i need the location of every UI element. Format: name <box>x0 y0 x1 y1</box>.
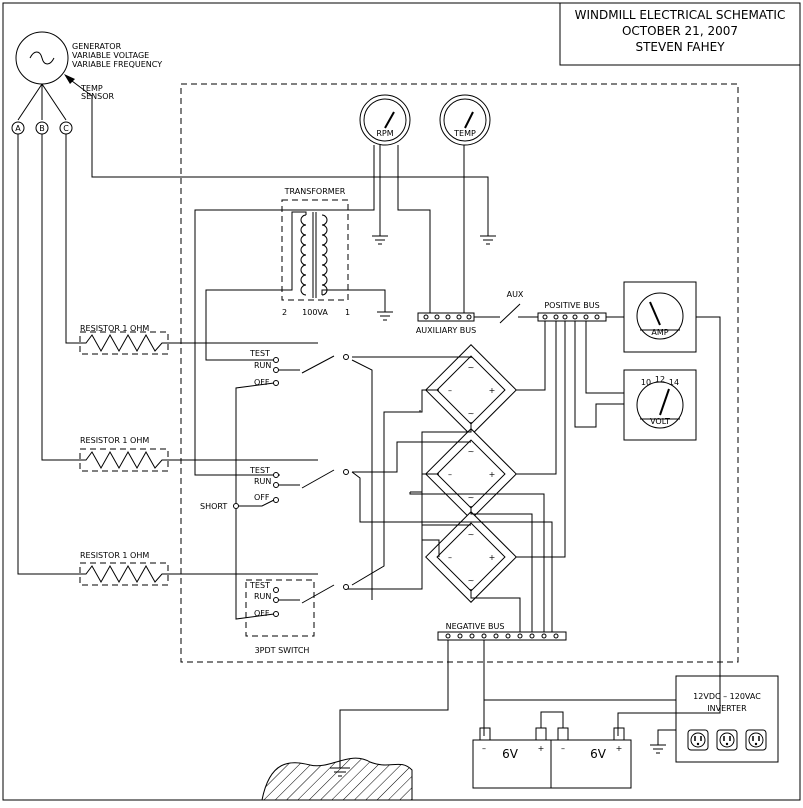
resistor-3: RESISTOR 1 OHM <box>79 551 169 586</box>
amp-label: AMP <box>651 328 668 337</box>
switch-2-run: RUN <box>254 477 271 486</box>
generator-label: GENERATOR <box>72 42 122 51</box>
volt-label: VOLT <box>650 417 670 426</box>
volt-scale-12: 12 <box>655 375 665 384</box>
amp-meter: AMP <box>623 281 697 353</box>
bridge-3-plus: + <box>489 553 496 562</box>
ground-transformer <box>377 311 393 321</box>
switch-1-run: RUN <box>254 361 271 370</box>
switch-1-test: TEST <box>249 349 270 358</box>
resistor-2-label: RESISTOR 1 OHM <box>80 436 149 445</box>
temp-sensor-label: TEMP <box>80 84 103 93</box>
phase-c-label: C <box>63 124 69 133</box>
ground-rpm <box>372 235 388 245</box>
title-line-3: STEVEN FAHEY <box>635 40 725 54</box>
battery-left-plus: + <box>538 744 545 753</box>
temp-gauge: TEMP <box>439 94 491 146</box>
generator-frequency-label: VARIABLE FREQUENCY <box>72 60 162 69</box>
switch-3-run: RUN <box>254 592 271 601</box>
bridge-3-minus: – <box>448 553 452 562</box>
bridge-rectifier-2: ~ ~ – + <box>425 428 517 520</box>
resistor-3-label: RESISTOR 1 OHM <box>80 551 149 560</box>
volt-scale-10: 10 <box>641 378 651 387</box>
ground-temp <box>480 235 496 245</box>
rpm-gauge: RPM <box>359 94 411 146</box>
negative-bus: NEGATIVE BUS <box>437 622 567 641</box>
auxiliary-bus: AUXILIARY BUS <box>416 312 476 335</box>
title-line-1: WINDMILL ELECTRICAL SCHEMATIC <box>575 8 786 22</box>
battery-right-minus: – <box>561 744 565 753</box>
switch-1-off: OFF <box>254 378 270 387</box>
title-line-2: OCTOBER 21, 2007 <box>622 24 738 38</box>
switch-3-off: OFF <box>254 609 270 618</box>
volt-scale-14: 14 <box>669 378 679 387</box>
bridge-1-ac-top: ~ <box>468 363 475 372</box>
transformer-rating: 100VA <box>302 308 328 317</box>
phase-a-label: A <box>15 124 21 133</box>
bridge-2-ac-top: ~ <box>468 447 475 456</box>
resistor-1: RESISTOR 1 OHM <box>79 324 169 355</box>
battery-right-plus: + <box>616 744 623 753</box>
bridge-2-minus: – <box>448 470 452 479</box>
auxiliary-bus-label: AUXILIARY BUS <box>416 326 476 335</box>
temp-gauge-label: TEMP <box>453 129 476 138</box>
inverter: 12VDC – 120VAC INVERTER <box>675 675 779 763</box>
transformer-label: TRANSFORMER <box>284 187 346 196</box>
phase-a-wire <box>17 134 80 575</box>
enclosure-box <box>180 83 739 663</box>
positive-bus-label: POSITIVE BUS <box>544 301 599 310</box>
phase-b-wire <box>41 134 80 461</box>
temp-sensor: TEMP SENSOR <box>64 74 489 236</box>
bridge-1-minus: – <box>448 386 452 395</box>
generator: GENERATOR VARIABLE VOLTAGE VARIABLE FREQ… <box>11 31 162 135</box>
switch-2[interactable]: TEST RUN OFF <box>249 466 349 503</box>
negative-bus-label: NEGATIVE BUS <box>446 622 505 631</box>
switch-title: 3PDT SWITCH <box>255 646 310 655</box>
short-terminal <box>233 503 239 509</box>
temp-sensor-label-2: SENSOR <box>81 92 114 101</box>
inverter-label-2: INVERTER <box>707 704 747 713</box>
bridge-2-plus: + <box>489 470 496 479</box>
ground-inverter <box>650 744 666 754</box>
bridge-3-ac-bottom: ~ <box>468 576 475 585</box>
volt-meter: 10 12 14 VOLT <box>623 369 697 441</box>
bridge-rectifier-3: ~ ~ – + <box>425 511 517 603</box>
battery-left-minus: – <box>482 744 486 753</box>
switch-3[interactable]: TEST RUN OFF <box>249 581 349 618</box>
aux-switch[interactable]: AUX <box>474 290 538 324</box>
battery-right-voltage: 6V <box>590 747 607 761</box>
switch-2-test: TEST <box>249 466 270 475</box>
transformer: TRANSFORMER 2 100VA 1 <box>281 187 350 317</box>
earth-ground <box>261 757 413 801</box>
generator-voltage-label: VARIABLE VOLTAGE <box>72 51 149 60</box>
resistor-1-label: RESISTOR 1 OHM <box>80 324 149 333</box>
bridge-1-ac-bottom: ~ <box>468 409 475 418</box>
transformer-pin-1: 1 <box>345 308 350 317</box>
switch-3-test: TEST <box>249 581 270 590</box>
title-block: WINDMILL ELECTRICAL SCHEMATIC OCTOBER 21… <box>559 2 801 66</box>
battery-right: – + 6V <box>550 727 632 789</box>
bridge-3-ac-top: ~ <box>468 530 475 539</box>
positive-bus: POSITIVE BUS <box>537 301 607 322</box>
phase-c-wire <box>65 134 80 344</box>
bridge-2-ac-bottom: ~ <box>468 493 475 502</box>
short-label: SHORT <box>200 502 227 511</box>
switch-1[interactable]: TEST RUN OFF <box>249 349 349 387</box>
inverter-label-1: 12VDC – 120VAC <box>693 692 761 701</box>
phase-b-label: B <box>39 124 45 133</box>
bridge-1-plus: + <box>489 386 496 395</box>
bridge-rectifier-1: ~ ~ – + <box>425 344 517 436</box>
switch-3-housing <box>245 579 315 637</box>
battery-left-voltage: 6V <box>502 747 519 761</box>
rpm-label: RPM <box>376 129 393 138</box>
switch-2-off: OFF <box>254 493 270 502</box>
aux-switch-label: AUX <box>507 290 524 299</box>
battery-left: – + 6V <box>472 727 552 789</box>
resistor-2: RESISTOR 1 OHM <box>79 436 169 472</box>
transformer-pin-2: 2 <box>282 308 287 317</box>
